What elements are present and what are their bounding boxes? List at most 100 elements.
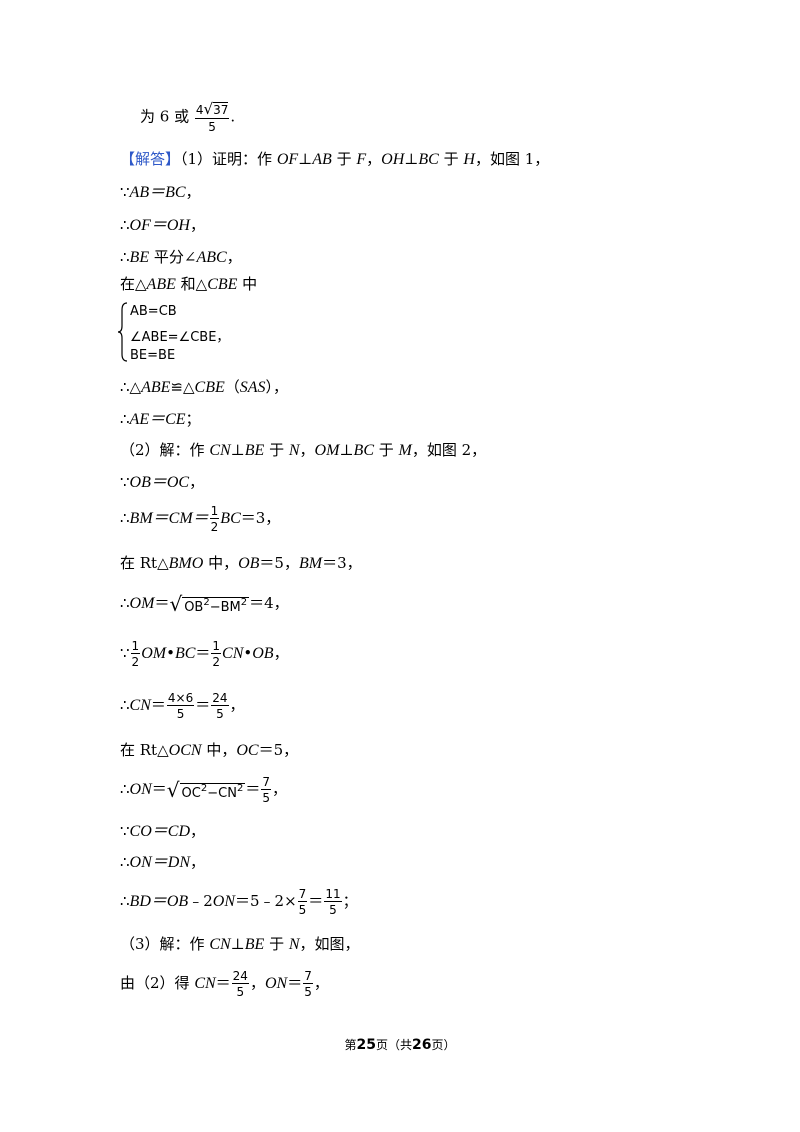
text: ＝5， [258,741,299,759]
sqrt-expression: √OC2−CN2 [166,778,246,802]
text: ＝ [154,594,170,612]
sqrt-expression: √OB2−BM2 [169,592,250,616]
page-number: 25 [356,1037,376,1053]
math: CN [129,697,151,714]
math: M [398,442,412,459]
denominator: 2 [210,520,219,534]
text: 和△ [175,275,208,293]
math: BE [129,249,150,266]
numerator: 11 [324,887,342,902]
text: ＝5﹣2× [235,892,297,910]
numerator: 24 [211,691,229,706]
text: ≌△ [170,378,195,396]
math: CBE [194,379,225,396]
frac-den: 5 [208,120,216,134]
proof-line-5: 在△ABE 和△CBE 中 [120,277,257,293]
text: ＝ [215,974,231,992]
answer-tag: 【解答】 [120,150,181,168]
math: CBE [207,276,238,293]
because-symbol: ∵ [120,644,130,662]
text: 于 [264,935,289,953]
exponent: 2 [200,783,208,794]
text: ， [226,248,242,266]
math: OB＝OC [129,474,190,491]
proof-line-6: ∴△ABE≌△CBE（SAS）， [120,380,288,396]
intro-fraction: 4√37 5 [194,100,230,134]
therefore-symbol: ∴ [120,410,130,428]
therefore-symbol: ∴ [120,594,130,612]
text: • [243,644,253,662]
math: AB [312,151,332,168]
text: 于 [438,150,464,168]
text: 在 Rt△ [120,741,169,759]
math: BC [353,442,374,459]
math: OB [252,645,274,662]
exponent: 2 [240,597,248,608]
text: ， [273,644,289,662]
denominator: 5 [298,903,307,917]
page-total: 26 [412,1037,432,1053]
system-row-2: ∠ABE=∠CBE， [130,330,230,345]
proof-line-9: ∵OB＝OC， [120,475,204,491]
exponent: 2 [203,597,210,608]
proof-line-12: ∴OM＝√OB2−BM2＝4， [120,594,289,614]
math: ABC [196,249,227,266]
text: ， [185,183,201,201]
text: ＝3， [240,509,281,527]
therefore-symbol: ∴ [120,780,130,798]
math: N [288,442,300,459]
text: ， [189,473,205,491]
therefore-symbol: ∴ [120,892,130,910]
text: ＝ [151,780,167,798]
denominator: 2 [131,655,140,669]
proof-line-15: 在 Rt△OCN 中，OC＝5， [120,743,298,759]
denominator: 5 [329,903,337,917]
math: OM [141,645,167,662]
math: AE＝CE [129,411,186,428]
text: ， [249,974,265,992]
text: ＝ [308,892,324,910]
text: （2）解：作 [120,441,210,459]
therefore-symbol: ∴ [120,248,130,266]
radicand-part: OC [181,786,201,801]
left-brace [118,302,128,362]
text: ）， [265,378,289,396]
text: （1）证明：作 [180,150,277,168]
math: ON＝DN [129,854,191,871]
text: ； [185,410,201,428]
intro-suffix: . [230,107,236,126]
math: BM [298,555,323,572]
numerator: 1 [130,639,141,654]
math: BC [418,151,439,168]
text: 由（2）得 [120,974,195,992]
text: ， [313,974,329,992]
math: BE [244,936,265,953]
denominator: 5 [304,985,312,999]
math: F [356,151,367,168]
numerator: 7 [297,887,308,902]
math: ABE [146,276,176,293]
text: ， [271,780,287,798]
numerator: 24 [231,969,249,984]
math: ON [264,975,288,992]
text: 中 [237,275,258,293]
text: ＝3， [322,554,362,572]
text: ＝ [287,974,303,992]
therefore-symbol: ∴ [120,509,130,527]
math: BM＝CM＝ [129,510,209,527]
exponent: 2 [236,783,244,794]
text: ， [229,696,245,714]
text: ，如图 1， [474,150,550,168]
text: ＝4， [249,594,289,612]
denominator: 5 [176,707,185,721]
